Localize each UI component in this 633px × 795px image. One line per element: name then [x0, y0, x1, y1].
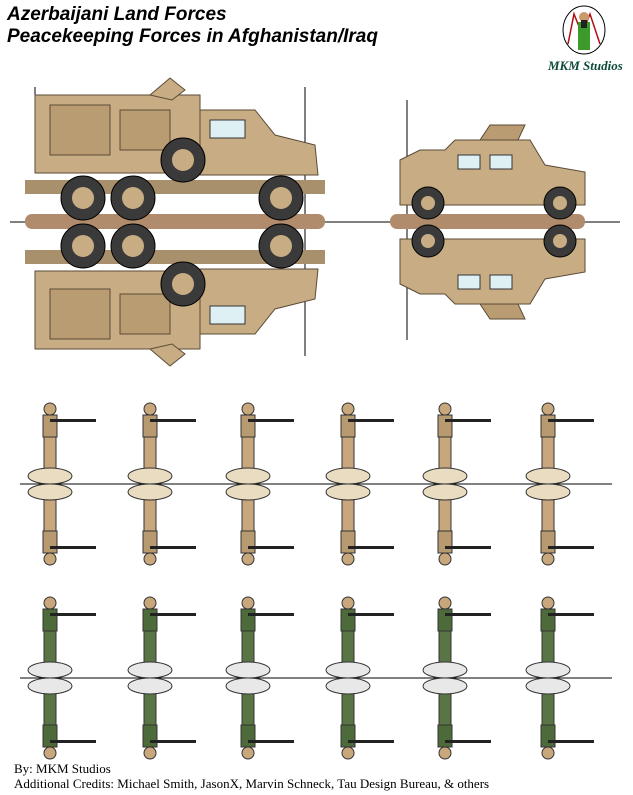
- soldier-figure-mirrored: [27, 677, 97, 760]
- credit-author: By: MKM Studios: [14, 761, 111, 776]
- humvee-base: [390, 214, 585, 229]
- soldier-figure: [225, 402, 295, 485]
- soldier-figure: [127, 596, 197, 679]
- soldier-figure: [225, 596, 295, 679]
- soldier-figure: [525, 402, 595, 485]
- mrap-vehicle-side-mirrored: [24, 223, 326, 367]
- soldier-figure-mirrored: [422, 677, 492, 760]
- humvee-vehicle-side: [399, 124, 586, 220]
- soldier-figure-mirrored: [525, 483, 595, 566]
- soldier-figure: [27, 596, 97, 679]
- sheet-subtitle: Peacekeeping Forces in Afghanistan/Iraq: [7, 26, 378, 47]
- soldier-figure-mirrored: [525, 677, 595, 760]
- soldier-figure-mirrored: [127, 677, 197, 760]
- humvee-vehicle-side-mirrored: [399, 224, 586, 320]
- soldier-figure: [27, 402, 97, 485]
- mkm-logo-icon: [562, 5, 606, 55]
- soldier-figure-mirrored: [225, 483, 295, 566]
- soldier-figure: [325, 596, 395, 679]
- soldier-figure-mirrored: [422, 483, 492, 566]
- credit-additional: Additional Credits: Michael Smith, Jason…: [14, 776, 490, 791]
- soldier-figure: [325, 402, 395, 485]
- soldier-figure: [525, 596, 595, 679]
- logo-text: MKM Studios: [548, 58, 623, 73]
- soldier-figure-mirrored: [27, 483, 97, 566]
- mrap-vehicle-side: [24, 77, 326, 221]
- soldier-figure: [422, 402, 492, 485]
- soldier-figure-mirrored: [325, 483, 395, 566]
- mrap-base: [25, 214, 325, 229]
- soldier-figure-mirrored: [225, 677, 295, 760]
- soldier-figure: [127, 402, 197, 485]
- soldier-figure: [422, 596, 492, 679]
- soldier-figure-mirrored: [325, 677, 395, 760]
- sheet-title: Azerbaijani Land Forces: [7, 4, 227, 25]
- soldier-figure-mirrored: [127, 483, 197, 566]
